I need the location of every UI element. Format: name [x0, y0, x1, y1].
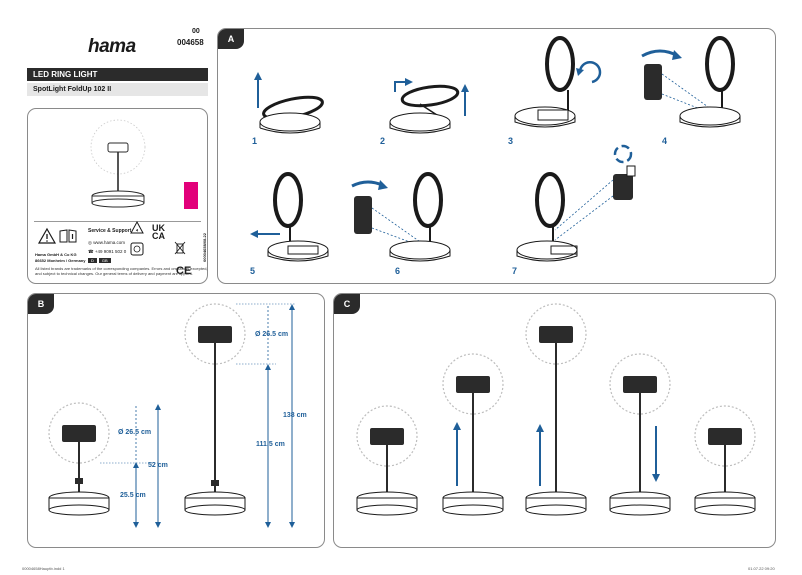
dim-total-height-extended: 138 cm: [283, 412, 307, 419]
disclaimer-line-2: and subject to technical changes. Our ge…: [35, 271, 194, 276]
step-7-illustration: [516, 144, 636, 262]
step-1-number: 1: [252, 136, 258, 146]
product-category: LED RING LIGHT: [33, 70, 98, 79]
dim-ring-diameter-compact: Ø 26.5 cm: [118, 429, 152, 436]
step-7-number: 7: [512, 266, 518, 276]
sequence-light-1: [356, 405, 418, 516]
product-name: SpotLight FoldUp 102 II: [33, 86, 112, 93]
sequence-light-4: [609, 353, 671, 516]
certification-icon: [130, 242, 144, 256]
step-6-number: 6: [395, 266, 401, 276]
footer-file-info: 00004658Hauptb.indd 1: [22, 566, 65, 571]
step-6-illustration: [351, 172, 451, 262]
ukca-mark: UK CA: [152, 223, 165, 241]
website-text: www.hama.com: [93, 240, 125, 245]
step-4-number: 4: [662, 136, 668, 146]
panel-a-tag: A: [218, 29, 244, 49]
warning-icon: [37, 227, 57, 244]
weee-bin-icon: [174, 241, 186, 255]
sequence-light-2: [442, 353, 504, 516]
phone-text: +49 9091 502 0: [94, 249, 127, 254]
globe-icon: ◎: [88, 240, 92, 245]
brand-logo: hama: [88, 36, 136, 57]
article-code: 004658: [177, 38, 204, 47]
manual-icon: [59, 229, 77, 243]
sequence-light-5: [694, 405, 756, 516]
company-address: 86652 Monheim / Germany: [35, 258, 86, 263]
language-badges: D GB: [88, 258, 111, 263]
step-5-illustration: [250, 172, 329, 262]
website-row: ◎ www.hama.com: [88, 240, 125, 246]
company-name: Hama GmbH & Co KG: [35, 252, 77, 257]
dim-total-height-compact: 52 cm: [148, 462, 168, 469]
step-1-illustration: [254, 72, 324, 134]
ukca-mark-ca: CA: [152, 231, 165, 241]
product-name-bar: SpotLight FoldUp 102 II: [27, 83, 208, 96]
phone-row: ☎ +49 9091 502 0: [88, 249, 126, 255]
step-3-illustration: [514, 36, 602, 128]
product-category-bar: LED RING LIGHT: [27, 68, 208, 81]
light-compact-illustration: [48, 402, 110, 516]
dimension-lines-extended: [236, 303, 296, 528]
service-title: Service & Support: [88, 228, 132, 234]
dimension-lines-compact: [100, 404, 161, 528]
info-divider: [34, 221, 201, 222]
light-extended-illustration: [184, 303, 246, 516]
height-adjustment-sequence: [356, 303, 756, 516]
disclaimer-line-1: All listed brands are trademarks of the …: [35, 266, 208, 271]
step-2-illustration: [389, 78, 469, 134]
sequence-light-3: [525, 303, 587, 516]
footer-timestamp: 01.07.22 09:20: [748, 566, 775, 571]
ukca-mark-uk: UK: [152, 223, 165, 233]
step-2-number: 2: [380, 136, 386, 146]
ce-mark: CE: [176, 265, 192, 277]
step-4-illustration: [641, 36, 741, 128]
color-swatch: [184, 182, 198, 209]
panel-b-tag: B: [28, 294, 54, 314]
svg-text:4: 4: [136, 228, 139, 233]
dim-ring-diameter-extended: Ø 26.5 cm: [255, 331, 289, 338]
dim-base-height-compact: 25.5 cm: [120, 492, 146, 499]
lang-badge-gb: GB: [98, 258, 111, 263]
lang-badge-de: D: [88, 258, 97, 263]
recycling-icon: 4: [130, 220, 144, 234]
article-code-top: 00: [192, 28, 200, 35]
dim-pole-height-extended: 111.5 cm: [256, 441, 285, 448]
product-thumbnail: [90, 119, 146, 208]
panel-c-tag: C: [334, 294, 360, 314]
step-3-number: 3: [508, 136, 514, 146]
side-article-code: 00004658/08.22: [202, 233, 207, 262]
step-5-number: 5: [250, 266, 256, 276]
phone-icon: ☎: [88, 249, 94, 254]
